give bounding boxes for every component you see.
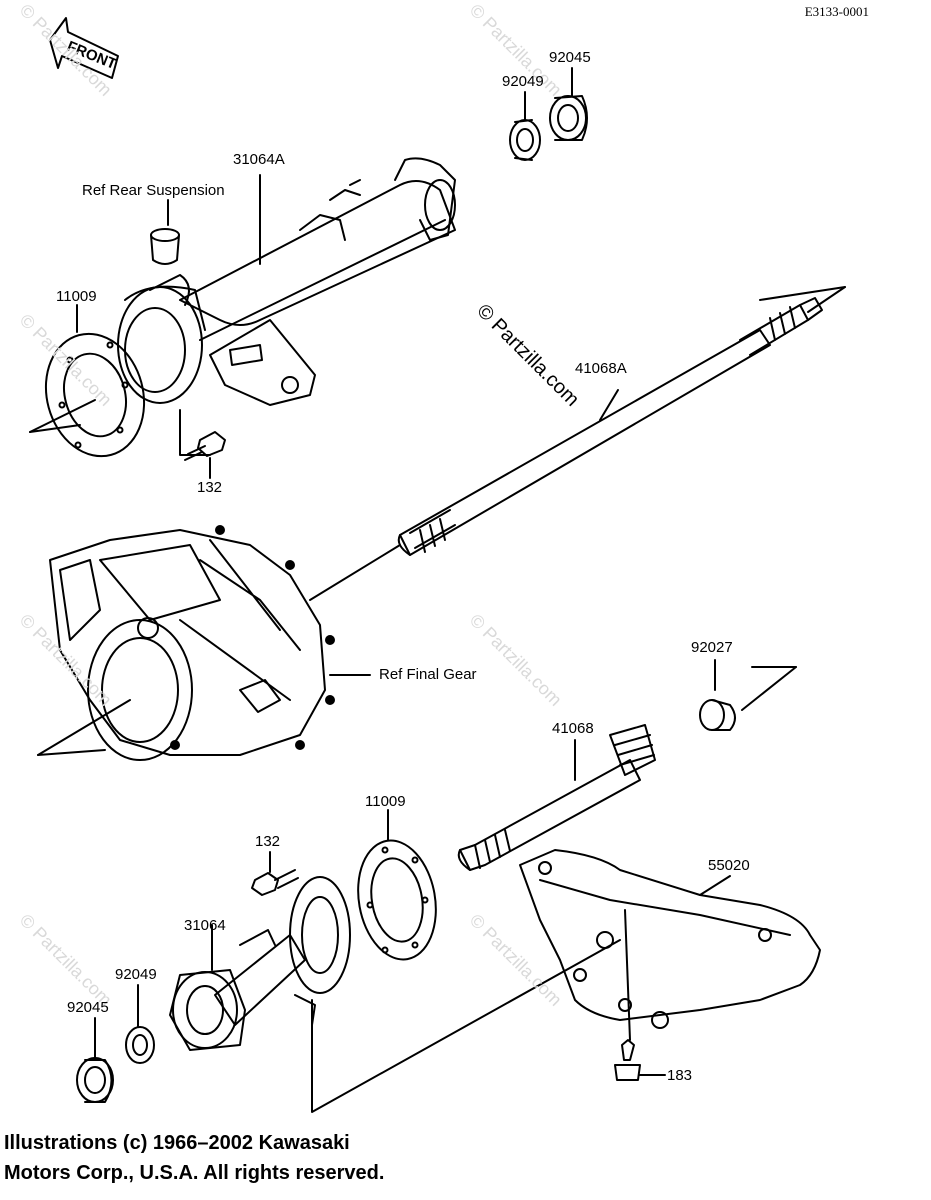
- callout-92049-top: 92049: [502, 73, 544, 90]
- bushing-rear-suspension: [150, 228, 180, 265]
- drive-shaft-41068: [457, 724, 656, 871]
- final-gear-case: [49, 525, 335, 761]
- callout-183: 183: [667, 1067, 693, 1084]
- callout-41068: 41068: [552, 720, 594, 737]
- callout-31064A: 31064A: [233, 151, 285, 168]
- housing-31064A: [117, 157, 456, 406]
- callout-92049-bottom: 92049: [115, 966, 157, 983]
- copyright-line-2: Motors Corp., U.S.A. All rights reserved…: [4, 1162, 385, 1184]
- axle-shaft-41068A: [397, 297, 823, 556]
- callout-11009-top: 11009: [56, 288, 97, 305]
- callout-92027: 92027: [691, 639, 733, 656]
- callout-11009-bottom: 11009: [365, 793, 406, 810]
- figure-id: E3133-0001: [804, 4, 869, 19]
- bearing-92049-top: [509, 119, 541, 161]
- callout-41068A: 41068A: [575, 360, 627, 377]
- callout-55020: 55020: [708, 857, 750, 874]
- copyright-line-1: Illustrations (c) 1966–2002 Kawasaki: [4, 1132, 350, 1154]
- bolt-183: [614, 1039, 641, 1081]
- callout-92045-top: 92045: [549, 49, 591, 66]
- callout-92045-bottom: 92045: [67, 999, 109, 1016]
- bolt-132-bottom: [251, 869, 299, 896]
- housing-31064: [169, 876, 351, 1051]
- bearing-92049-bottom: [125, 1026, 155, 1064]
- bearing-92045-bottom: [76, 1057, 114, 1103]
- seal-92027: [699, 699, 736, 731]
- callout-ref-final-gear: Ref Final Gear: [379, 666, 477, 683]
- callout-ref-rear-suspension: Ref Rear Suspension: [82, 182, 225, 199]
- guard-55020: [519, 849, 821, 1029]
- callout-31064: 31064: [184, 917, 226, 934]
- callout-132-bottom: 132: [255, 833, 281, 850]
- gasket-11009-top: [44, 332, 146, 458]
- bearing-92045-top: [549, 95, 588, 141]
- gasket-11009-bottom: [357, 839, 437, 961]
- callout-132-top: 132: [197, 479, 223, 496]
